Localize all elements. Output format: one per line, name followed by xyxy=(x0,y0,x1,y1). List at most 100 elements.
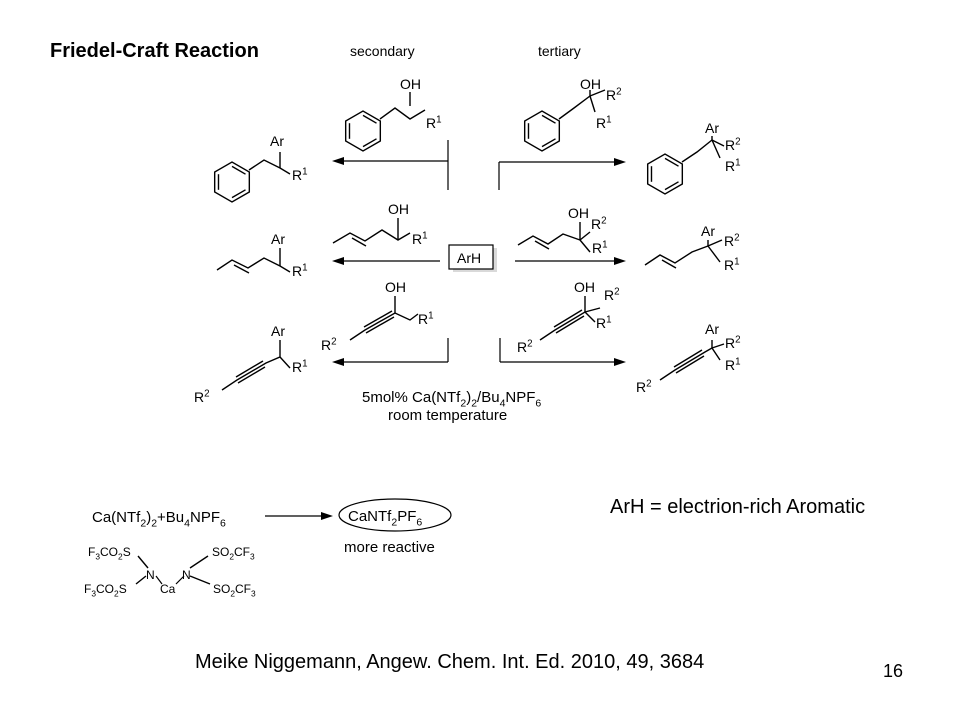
tertiary-benzene-double-bond-0 xyxy=(541,138,556,148)
product-tertiary-allyl-ar-label: Ar xyxy=(701,223,715,239)
tertiary-propargyl-chain xyxy=(539,307,601,341)
product-tertiary-propargyl-r2-bond xyxy=(711,343,725,349)
product-secondary-benzene-double-bond-2 xyxy=(231,165,246,175)
slide-title: Friedel-Craft Reaction xyxy=(50,40,259,62)
product-secondary-ar-label: Ar xyxy=(270,133,284,149)
product-tertiary-r1-bond xyxy=(711,139,721,159)
tertiary-benzene-ring xyxy=(523,110,561,152)
structure-ca: Ca xyxy=(160,582,176,596)
structure-bond-nca-right xyxy=(175,575,185,585)
structure-n-right: N xyxy=(182,568,191,582)
structure-group-bottom-right: SO2CF3 xyxy=(213,582,256,599)
product-secondary-chain xyxy=(248,159,291,175)
citation: Meike Niggemann, Angew. Chem. Int. Ed. 2… xyxy=(195,651,705,673)
secondary-arrow-head xyxy=(332,157,344,165)
secondary-benzene-double-bond-2 xyxy=(362,114,377,124)
catalyst-arrow-head xyxy=(321,512,333,520)
arh-box xyxy=(448,244,494,270)
product-tertiary-propargyl-r2-label: R2 xyxy=(725,334,741,351)
product-secondary-propargyl-r2-label: R2 xyxy=(194,388,210,405)
structure-bond-nca-left xyxy=(155,575,163,585)
product-tertiary-allyl-double xyxy=(661,259,677,269)
tertiary-propargyl-r1-bond xyxy=(584,311,596,323)
product-tertiary-allyl-r1-bond xyxy=(707,245,721,263)
tertiary-allyl-r2-label: R2 xyxy=(591,215,607,232)
conditions-line-1: 5mol% Ca(NTf2)2/Bu4NPF6 xyxy=(362,389,541,410)
product-tertiary-benzene-double-bond-2 xyxy=(664,157,679,167)
structure-bond-br xyxy=(189,575,211,585)
structure-bond-tr xyxy=(189,555,209,569)
allyl-right-arrow-head xyxy=(614,257,626,265)
catalyst-product-ellipse xyxy=(338,498,452,532)
product-tertiary-propargyl-ar-label: Ar xyxy=(705,321,719,337)
product-tertiary-benzene-double-bond-0 xyxy=(664,181,679,191)
product-secondary-propargyl-chain xyxy=(221,356,291,391)
secondary-label: secondary xyxy=(350,43,415,59)
product-tertiary-benzene-ring xyxy=(646,153,684,195)
tertiary-oh-label: OH xyxy=(580,76,601,92)
structure-group-bottom-left: F3CO2S xyxy=(84,582,127,599)
product-tertiary-allyl-chain xyxy=(644,245,709,266)
tertiary-propargyl-r2-top-label: R2 xyxy=(604,286,620,303)
tertiary-allyl-double xyxy=(534,240,550,250)
product-tertiary-ar-label: Ar xyxy=(705,120,719,136)
tertiary-aryl-chain xyxy=(558,95,591,120)
product-tertiary-r2-bond xyxy=(711,139,725,147)
secondary-allyl-oh-label: OH xyxy=(388,201,409,217)
product-secondary-allyl-chain xyxy=(216,257,291,273)
product-secondary-allyl-ar-label: Ar xyxy=(271,231,285,247)
secondary-propargyl-r1-label: R1 xyxy=(418,310,434,327)
tertiary-allyl-chain xyxy=(517,233,581,246)
tertiary-allyl-oh-label: OH xyxy=(568,205,589,221)
catalyst-product: CaNTf2PF6 xyxy=(348,508,422,529)
arh-box-label: ArH xyxy=(457,250,481,266)
catalyst-reactants: Ca(NTf2)2+Bu4NPF6 xyxy=(92,509,226,530)
conditions-line-2: room temperature xyxy=(388,407,507,424)
tertiary-r1-label: R1 xyxy=(596,114,612,131)
secondary-allyl-chain xyxy=(332,229,411,244)
tertiary-propargyl-r2-label: R2 xyxy=(517,338,533,355)
structure-bond-tl xyxy=(137,555,149,569)
product-tertiary-r1-label: R1 xyxy=(725,157,741,174)
tertiary-r1-bond xyxy=(589,95,596,113)
secondary-oh-label: OH xyxy=(400,76,421,92)
tertiary-allyl-r1-bond xyxy=(579,239,591,253)
product-secondary-benzene-double-bond-0 xyxy=(231,189,246,199)
structure-group-top-right: SO2CF3 xyxy=(212,545,255,562)
secondary-benzene-double-bond-0 xyxy=(362,138,377,148)
tertiary-r2-bond xyxy=(589,89,606,97)
structure-bond-bl xyxy=(135,575,147,585)
product-tertiary-propargyl-r2-left-label: R2 xyxy=(636,378,652,395)
tertiary-propargyl-oh-label: OH xyxy=(574,279,595,295)
tertiary-arrow-head xyxy=(614,158,626,166)
product-secondary-propargyl-triple-b xyxy=(235,360,264,378)
secondary-propargyl-triple-b xyxy=(363,310,393,328)
product-tertiary-propargyl-triple-a xyxy=(675,355,705,374)
tertiary-propargyl-triple-b xyxy=(553,309,583,328)
secondary-aryl-chain xyxy=(379,107,426,120)
product-tertiary-chain xyxy=(681,139,713,163)
structure-group-top-left: F3CO2S xyxy=(88,545,131,562)
secondary-allyl-r1-label: R1 xyxy=(412,230,428,247)
product-secondary-propargyl-ar-label: Ar xyxy=(271,323,285,339)
catalyst-product-note: more reactive xyxy=(344,539,435,556)
product-tertiary-propargyl-triple-b xyxy=(673,349,703,368)
tertiary-r2-label: R2 xyxy=(606,86,622,103)
product-secondary-propargyl-r1-label: R1 xyxy=(292,358,308,375)
product-secondary-r1-label: R1 xyxy=(292,166,308,183)
secondary-propargyl-chain xyxy=(349,312,419,341)
product-secondary-propargyl-triple-a xyxy=(237,366,266,384)
allyl-left-arrow-head xyxy=(332,257,344,265)
arh-definition: ArH = electrion-rich Aromatic xyxy=(610,496,866,518)
secondary-propargyl-triple-a xyxy=(365,316,395,334)
secondary-propargyl-oh-label: OH xyxy=(385,279,406,295)
product-secondary-allyl-r1-label: R1 xyxy=(292,262,308,279)
product-tertiary-allyl-r1-label: R1 xyxy=(724,256,740,273)
secondary-r1-label: R1 xyxy=(426,114,442,131)
tertiary-propargyl-triple-a xyxy=(555,315,585,334)
tertiary-allyl-r2-bond xyxy=(579,231,591,241)
product-tertiary-propargyl-r1-bond xyxy=(711,347,721,361)
secondary-benzene-ring xyxy=(344,110,382,152)
page-number: 16 xyxy=(883,661,904,681)
